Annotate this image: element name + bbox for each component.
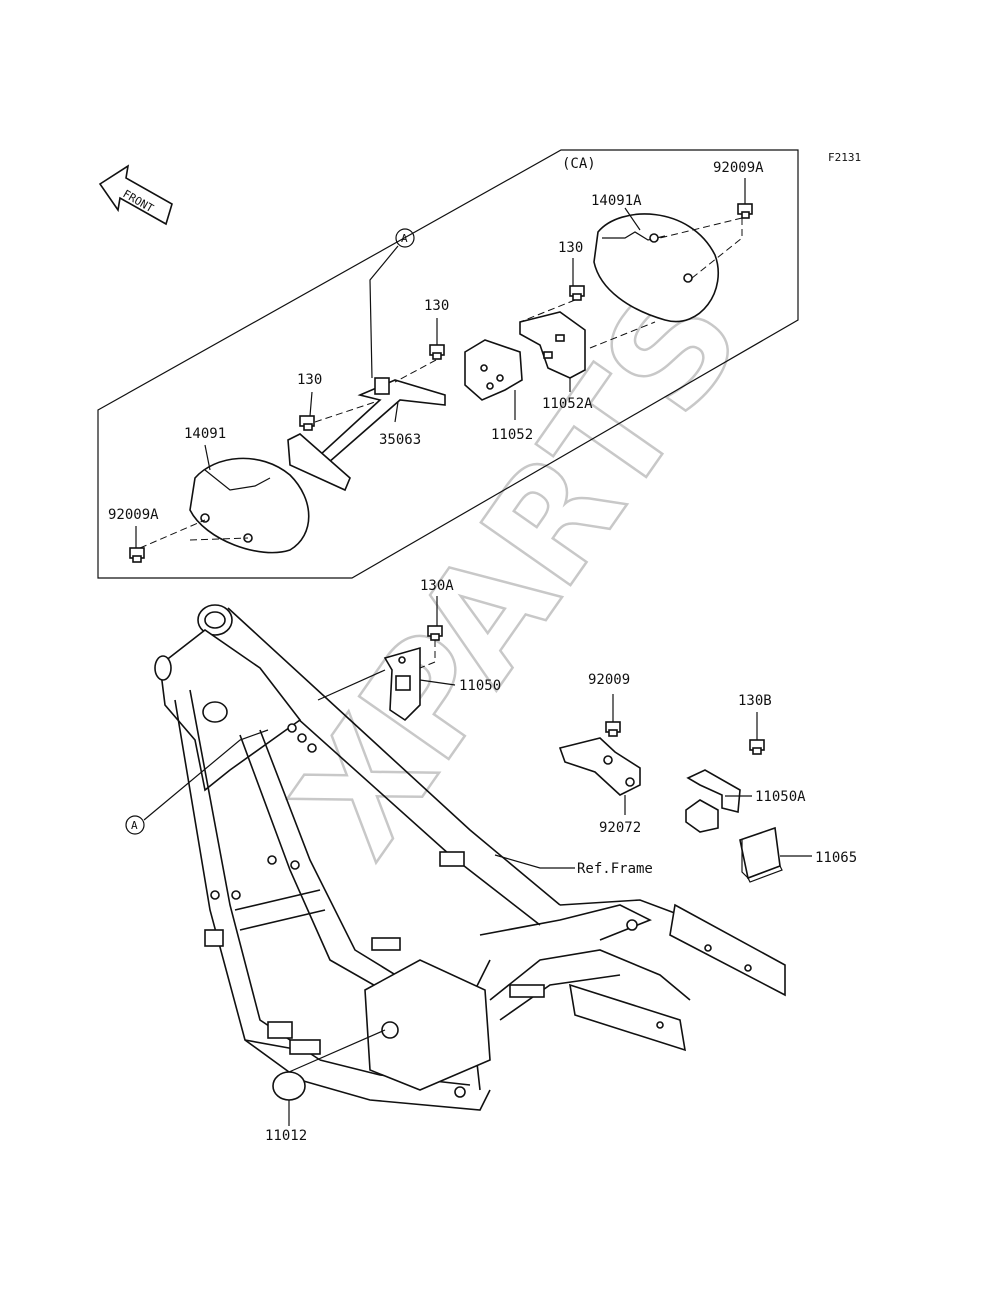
- label-92009A-top: 92009A: [713, 160, 764, 176]
- label-11050A: 11050A: [755, 789, 806, 805]
- reference-marker-a-inset: [395, 228, 415, 248]
- motorcycle-frame: [154, 604, 786, 1111]
- reference-marker-a-frame-label: A: [131, 819, 138, 832]
- figure-code: F2131: [828, 151, 861, 164]
- label-130A: 130A: [420, 578, 454, 594]
- side-cover-14091A: [593, 213, 720, 323]
- label-11052: 11052: [491, 427, 533, 443]
- side-cover-14091: [189, 457, 310, 554]
- watermark: XPARTS: [261, 256, 775, 886]
- label-11012: 11012: [265, 1128, 307, 1144]
- label-130-a: 130: [297, 372, 322, 388]
- bolt-92009A-bottom: [129, 547, 145, 563]
- bracket-11050: [383, 646, 421, 722]
- label-11065: 11065: [815, 850, 857, 866]
- ignitor-11065: [739, 826, 783, 883]
- reference-marker-a-frame: [125, 815, 145, 835]
- label-92072: 92072: [599, 820, 641, 836]
- bracket-11052: [464, 339, 523, 401]
- label-130B: 130B: [738, 693, 772, 709]
- bracket-11050A: [685, 769, 741, 833]
- bracket-35063: [287, 377, 446, 492]
- bolt-130-c: [569, 285, 585, 301]
- bracket-92072: [558, 737, 641, 796]
- label-11052A: 11052A: [542, 396, 593, 412]
- cap-11012: [272, 1071, 306, 1101]
- bolt-92009A-top: [737, 203, 753, 219]
- bolt-92009: [605, 721, 621, 737]
- reference-marker-a-inset-label: A: [401, 232, 408, 245]
- bolt-130B: [749, 739, 765, 755]
- inset-frame: [97, 149, 799, 579]
- bracket-11052A: [519, 311, 586, 379]
- bolt-130-b: [429, 344, 445, 360]
- bolt-130-a: [299, 415, 315, 431]
- label-11050: 11050: [459, 678, 501, 694]
- label-ref-frame: Ref.Frame: [577, 861, 653, 877]
- label-92009A-bottom: 92009A: [108, 507, 159, 523]
- inset-label: (CA): [562, 156, 596, 172]
- front-arrow-icon: FRONT: [98, 164, 173, 226]
- label-92009: 92009: [588, 672, 630, 688]
- label-35063: 35063: [379, 432, 421, 448]
- label-130-c: 130: [558, 240, 583, 256]
- label-130-b: 130: [424, 298, 449, 314]
- label-14091: 14091: [184, 426, 226, 442]
- label-14091A: 14091A: [591, 193, 642, 209]
